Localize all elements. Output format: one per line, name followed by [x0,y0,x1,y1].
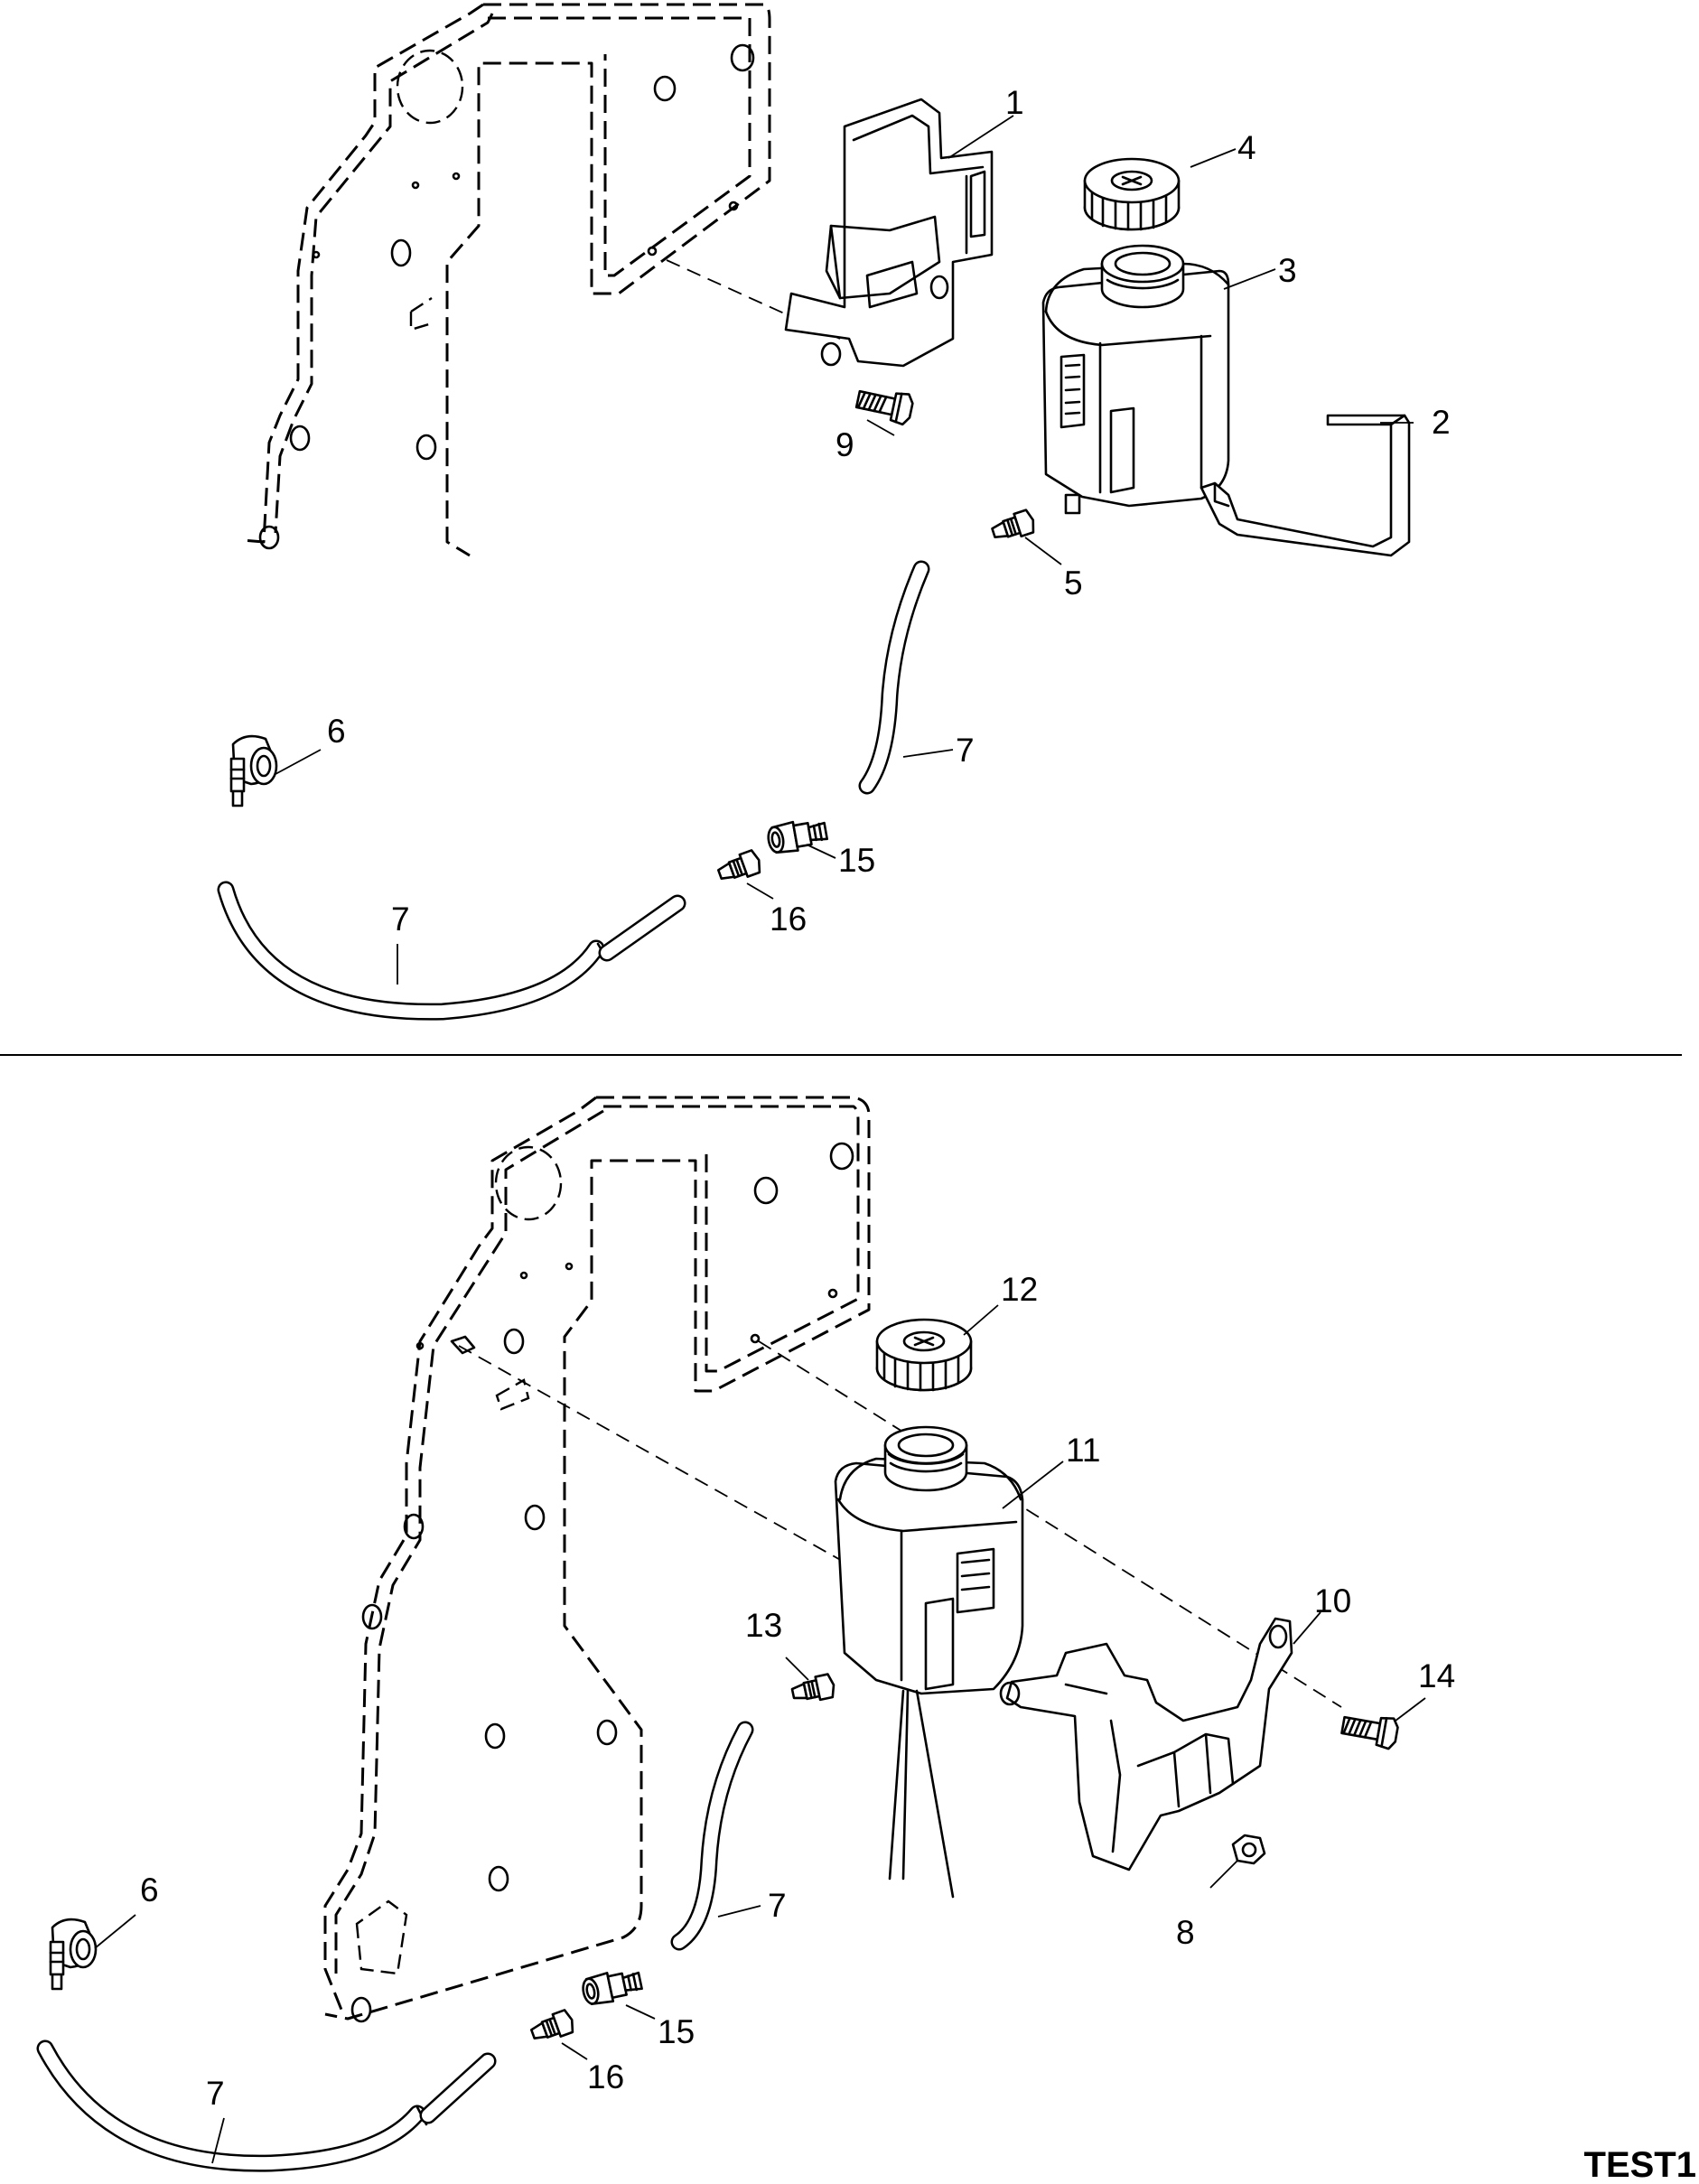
top-screw [854,383,916,427]
bottom-hose-upper [670,1721,754,1951]
callout-9: 9 [835,426,854,463]
callout-5: 5 [1064,565,1083,602]
bottom-view: 6 7 7 8 10 11 12 13 14 15 16 [36,1096,1455,2172]
callout-7: 7 [768,1887,787,1924]
top-hose-fitting [988,508,1039,546]
top-coolant-reservoir [1041,244,1230,515]
callout-7: 7 [956,732,975,769]
callout-15: 15 [658,2013,695,2050]
top-hose-lower [217,881,686,1021]
bottom-mounting-bracket [999,1617,1293,1871]
top-elbow-fitting [229,734,278,807]
bottom-callouts: 6 7 7 8 10 11 12 13 14 15 16 [140,1271,1455,2112]
callout-13: 13 [745,1607,782,1644]
callout-14: 14 [1418,1657,1455,1694]
top-phantom-engine-bracket [241,3,771,557]
callout-6: 6 [327,713,346,750]
callout-16: 16 [587,2058,624,2095]
callout-11: 11 [1066,1432,1100,1469]
bottom-leader-lines [94,1304,1426,2164]
top-hose-upper [858,560,930,795]
bottom-elbow-fitting [49,1918,98,1991]
top-callouts: 1 2 3 4 5 6 7 7 9 15 16 [327,84,1451,938]
top-reservoir-cap [1083,157,1181,231]
callout-16: 16 [770,901,807,938]
bottom-hose-fitting [789,1672,837,1707]
bottom-coolant-reservoir [834,1425,1024,1899]
callout-2: 2 [1432,404,1451,441]
callout-7: 7 [391,901,410,938]
bottom-nut [1231,1834,1266,1865]
callout-8: 8 [1176,1914,1195,1951]
bottom-phantom-engine-bracket [323,1096,871,2023]
callout-4: 4 [1237,129,1256,166]
bottom-screw [1339,1708,1401,1751]
callout-7: 7 [206,2075,225,2112]
top-mounting-bracket [784,98,994,368]
callout-6: 6 [140,1871,159,1909]
callout-12: 12 [1001,1271,1038,1308]
callout-3: 3 [1278,252,1297,289]
bottom-quick-connect-fitting [579,1965,645,2009]
callout-10: 10 [1314,1582,1351,1619]
callout-1: 1 [1005,84,1024,121]
top-leader-lines [275,115,1414,985]
callout-15: 15 [838,842,875,879]
top-reservoir-strap [1200,414,1411,557]
bottom-hose-lower [36,2039,497,2172]
top-view: 1 2 3 4 5 6 7 7 9 15 16 [217,3,1451,1021]
top-barb-fitting [714,847,764,887]
bottom-barb-fitting [527,2007,577,2047]
bottom-reservoir-cap [875,1318,973,1392]
diagram-id: TEST1 [1584,2145,1696,2184]
